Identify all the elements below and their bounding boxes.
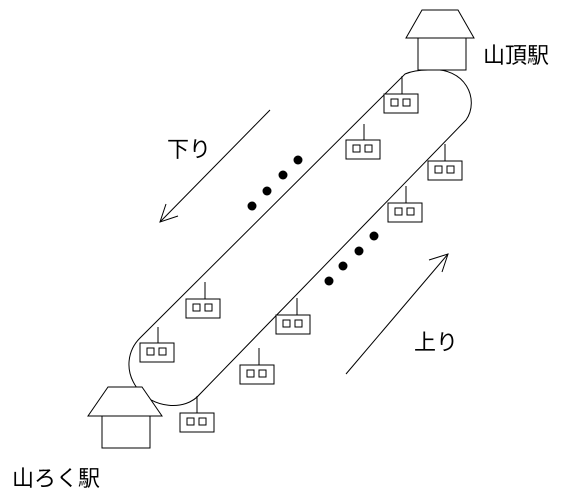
gondola: [383, 76, 419, 114]
ellipsis-dots: [324, 231, 379, 286]
gondola: [387, 186, 423, 223]
bottom-station-building: [87, 386, 163, 449]
gondola: [239, 348, 275, 385]
gondola: [427, 144, 463, 181]
bottom-station-label: 山ろく駅: [12, 467, 100, 492]
gondola: [345, 124, 381, 160]
gondola: [275, 298, 311, 335]
top-station-label: 山頂駅: [483, 44, 549, 69]
down-arrow: [159, 109, 271, 223]
ellipsis-dots: [247, 155, 303, 211]
up-arrow: [345, 253, 449, 375]
top-station-building: [405, 9, 475, 71]
up-label: 上り: [414, 331, 458, 356]
gondola: [179, 396, 215, 433]
down-label: 下り: [167, 138, 211, 163]
gondola: [185, 282, 221, 319]
gondola: [139, 327, 175, 363]
